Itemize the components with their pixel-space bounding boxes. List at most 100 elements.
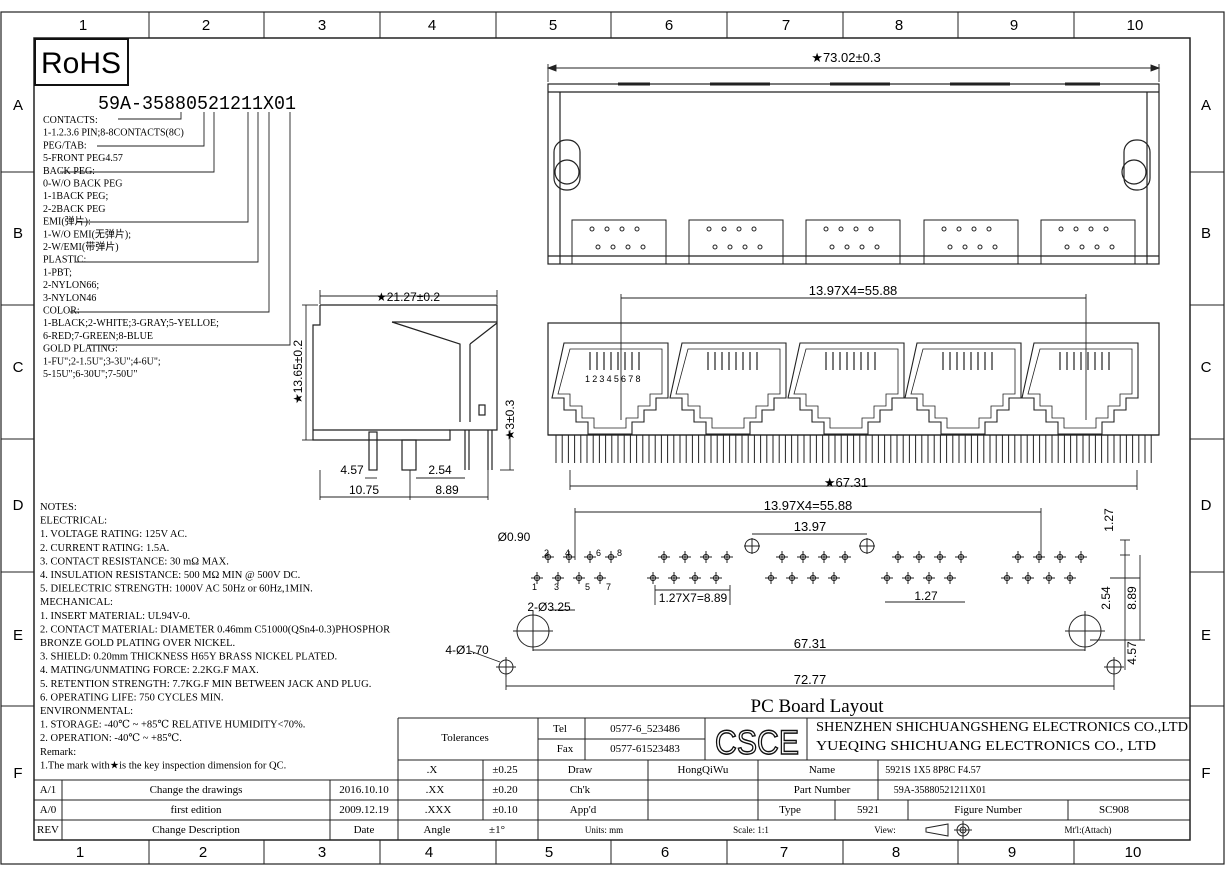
top-port-pin [838,226,844,232]
dim-pcb-325: 2-Ø3.25 [527,600,571,614]
col-label: 6 [661,844,669,861]
dim-pcb-127x7: 1.27X7=8.89 [659,591,728,605]
col-label: 2 [199,844,207,861]
svg-text:HongQiWu: HongQiWu [678,764,729,776]
col-label: 10 [1125,844,1142,861]
svg-text:1: 1 [532,582,537,592]
title-block-text: Tolerances Tel 0577-6_523486 Fax 0577-61… [424,719,1189,836]
svg-text:SC908: SC908 [1099,804,1129,816]
svg-text:2009.12.19: 2009.12.19 [339,804,389,816]
legend-line: PLASTIC: [43,255,86,266]
legend-line: CONTACTS: [43,115,98,126]
note-line: 4. INSULATION RESISTANCE: 500 MΩ MIN @ 5… [40,570,300,581]
top-port-pin [721,226,727,232]
legend-line: 2-2BACK PEG [43,204,106,215]
row-label: D [13,497,24,514]
svg-text:Fax: Fax [557,743,574,755]
legend-line: 6-RED;7-GREEN;8-BLUE [43,331,153,342]
col-label: 9 [1010,17,1018,34]
grid-labels: 1 2 3 4 5 6 7 8 9 10 1 2 3 4 5 6 7 8 9 1… [13,17,1212,861]
row-label: B [1201,225,1211,242]
top-port-pin [1103,226,1109,232]
front-view-pins [555,435,1152,463]
top-port-outline [571,219,667,265]
pcb-mount-holes [496,538,1124,677]
top-port-pin [751,226,757,232]
top-port-pin [640,244,646,250]
dim-side-height: ★13.65±0.2 [291,340,305,404]
svg-text:A/0: A/0 [40,804,57,816]
top-port-pin [1109,244,1115,250]
front-port-opening [669,342,787,435]
front-port-opening [904,342,1022,435]
legend-line: 1-1BACK PEG; [43,191,109,202]
projection-symbol-icon [925,821,972,839]
col-label: 5 [549,17,557,34]
top-width-dim [546,64,1161,82]
svg-text:±0.10: ±0.10 [492,804,518,816]
dim-side-width: ★21.27±0.2 [376,290,440,304]
top-port-pin [604,226,610,232]
top-port-outline [688,219,784,265]
row-label: C [1201,359,1212,376]
svg-text:5921S 1X5 8P8C F4.57: 5921S 1X5 8P8C F4.57 [885,765,981,776]
legend-line: 1-FU";2-1.5U";3-3U";4-6U"; [43,356,161,367]
dim-pcb-170: 4-Ø1.70 [445,643,489,657]
svg-text:Units: mm: Units: mm [585,825,623,835]
legend-line: PEG/TAB: [43,140,87,151]
legend-line: 0-W/O BACK PEG [43,179,122,190]
note-line: 4. MATING/UNMATING FORCE: 2.2KG.F MAX. [40,665,259,676]
svg-text:±0.25: ±0.25 [492,764,518,776]
note-line: 1.The mark with★is the key inspection di… [40,760,286,771]
col-label: 8 [892,844,900,861]
tolerances-label: Tolerances [441,732,488,744]
grid-markers [1,12,1224,864]
row-label: F [13,765,22,782]
top-port-pin [1073,226,1079,232]
svg-text:6: 6 [596,548,601,558]
top-port-pin [706,226,712,232]
title-block [34,717,1190,840]
top-view-ports [571,219,1136,265]
dim-front-width: ★67.31 [824,475,868,490]
col-label: 8 [895,17,903,34]
note-line: 5. RETENTION STRENGTH: 7.7KG.F MIN BETWE… [40,679,371,690]
top-port-pin [589,226,595,232]
front-port-inner [1027,348,1133,429]
top-port-pin [962,244,968,250]
col-label: 1 [79,17,87,34]
side-view [312,304,498,471]
svg-text:4: 4 [565,548,570,558]
svg-text:.X: .X [427,764,438,776]
front-port-opening [787,342,905,435]
note-line: 1. INSERT MATERIAL: UL94V-0. [40,611,190,622]
legend-line: 3-NYLON46 [43,293,96,304]
legend-line: 1-W/O EMI(无弹片); [43,227,131,240]
top-port-pin [610,244,616,250]
note-line: 1. STORAGE: -40℃ ~ +85℃ RELATIVE HUMIDIT… [40,720,305,731]
top-port-pin [956,226,962,232]
legend-line: GOLD PLATING: [43,344,118,355]
svg-text:Change the drawings: Change the drawings [150,784,243,796]
top-port-pin [757,244,763,250]
note-line: ENVIRONMENTAL: [40,706,133,717]
top-port-pin [619,226,625,232]
note-line: 2. CONTACT MATERIAL: DIAMETER 0.46mm C51… [40,624,390,635]
legend-line: 1-1.2.3.6 PIN;8-8CONTACTS(8C) [43,128,184,139]
dim-side-457: 4.57 [340,463,364,477]
note-line: BRONZE GOLD PLATING OVER NICKEL. [40,638,235,649]
svg-text:2: 2 [544,548,549,558]
top-port-pin [986,226,992,232]
svg-text:Part Number: Part Number [794,784,851,796]
top-port-pin [868,226,874,232]
svg-text:first edition: first edition [170,804,222,816]
svg-text:.XX: .XX [426,784,445,796]
front-port-opening [551,342,669,435]
dim-front-pitch: 13.97X4=55.88 [809,283,898,298]
svg-text:Name: Name [809,764,835,776]
svg-text:Ch'k: Ch'k [570,784,591,796]
front-view-ports [551,342,1139,435]
top-port-pin [1088,226,1094,232]
col-label: 3 [318,844,326,861]
top-port-pin [736,226,742,232]
